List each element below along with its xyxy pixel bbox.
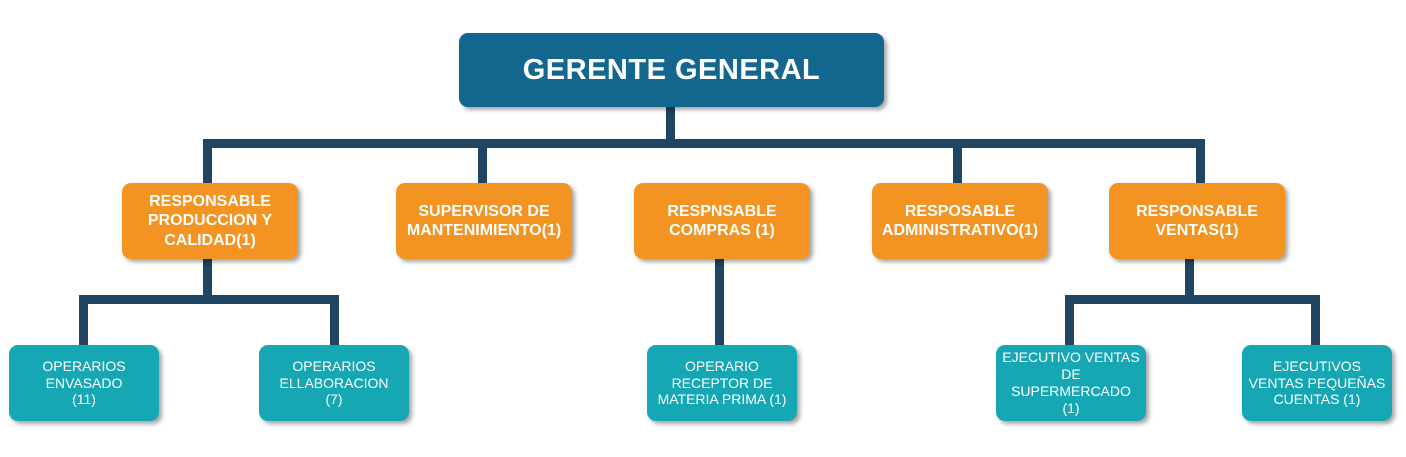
connector-manager-bar (203, 139, 1205, 148)
node-general-manager: GERENTE GENERAL (459, 33, 884, 107)
connector-sales-drop-1 (1065, 295, 1074, 347)
node-administrative-manager: RESPOSABLE ADMINISTRATIVO(1) (872, 183, 1048, 259)
connector-manager-drop-1 (203, 139, 212, 185)
node-raw-material-receiver: OPERARIO RECEPTOR DE MATERIA PRIMA (1) (647, 345, 797, 421)
node-production-quality-manager: RESPONSABLE PRODUCCION Y CALIDAD(1) (122, 183, 298, 259)
connector-production-stem (203, 258, 212, 300)
connector-manager-drop-4 (1196, 139, 1205, 185)
connector-production-bar (79, 295, 339, 304)
node-maintenance-supervisor: SUPERVISOR DE MANTENIMIENTO(1) (396, 183, 572, 259)
connector-sales-stem (1185, 258, 1194, 300)
node-bottling-operators: OPERARIOS ENVASADO (11) (9, 345, 159, 421)
connector-production-drop-2 (330, 295, 339, 347)
connector-production-drop-1 (79, 295, 88, 347)
connector-sales-bar (1065, 295, 1320, 304)
connector-purchasing-stem (715, 258, 724, 347)
node-sales-manager: RESPONSABLE VENTAS(1) (1109, 183, 1285, 259)
connector-sales-drop-2 (1311, 295, 1320, 347)
node-supermarket-sales-executive: EJECUTIVO VENTAS DE SUPERMERCADO (1) (996, 345, 1146, 421)
node-processing-operators: OPERARIOS ELLABORACION (7) (259, 345, 409, 421)
node-purchasing-manager: RESPNSABLE COMPRAS (1) (634, 183, 810, 259)
connector-manager-drop-2 (478, 139, 487, 185)
node-small-accounts-sales-executives: EJECUTIVOS VENTAS PEQUEÑAS CUENTAS (1) (1242, 345, 1392, 421)
connector-root-stem (666, 106, 675, 144)
connector-manager-drop-3 (953, 139, 962, 185)
